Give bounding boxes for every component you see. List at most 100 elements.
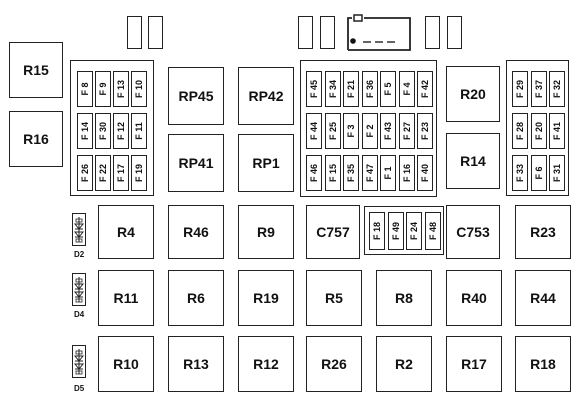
- fuse-f2: F 2: [361, 113, 378, 149]
- fuse-f6: F 6: [530, 155, 547, 191]
- relay-r10: R10: [98, 336, 154, 392]
- fuse-label: F 37: [533, 79, 544, 99]
- diode-d4-label: D4: [74, 310, 85, 319]
- fuse-f46: F 46: [306, 155, 322, 191]
- fuse-f44: F 44: [306, 113, 322, 149]
- fuse-f14: F 14: [77, 113, 93, 149]
- fuse-f20: F 20: [530, 113, 547, 149]
- relay-r2: R2: [376, 336, 432, 392]
- fuse-label: F 3: [346, 124, 356, 138]
- fuse-label: F 8: [80, 82, 90, 96]
- fuse-label: F 9: [98, 82, 108, 96]
- fuse-label: F 31: [552, 163, 562, 183]
- fuse-f9: F 9: [95, 71, 111, 107]
- fuse-f29: F 29: [512, 71, 528, 107]
- relay-c753: C753: [446, 205, 500, 259]
- connector-slot: [320, 16, 335, 49]
- fuse-label: F 4: [401, 82, 412, 96]
- relay-r19: R19: [238, 270, 294, 326]
- fuse-label: F 36: [364, 79, 375, 99]
- fuse-label: F 23: [420, 121, 430, 141]
- fuse-f8: F 8: [77, 71, 93, 107]
- fuse-f40: F 40: [417, 155, 433, 191]
- fuse-f18: F 18: [369, 212, 385, 250]
- fuse-label: F 21: [346, 79, 356, 99]
- fuse-label: F 14: [80, 121, 90, 141]
- fuse-label: F 11: [134, 122, 144, 140]
- fuse-label: F 30: [98, 121, 108, 141]
- fuse-f33: F 33: [512, 155, 528, 191]
- diode-d5: [72, 345, 86, 378]
- fuse-f41: F 41: [549, 113, 565, 149]
- fuse-label: F 5: [383, 82, 393, 96]
- fuse-label: F 19: [134, 163, 144, 183]
- fuse-f48: F 48: [424, 212, 441, 250]
- fuse-f28: F 28: [512, 113, 528, 149]
- fuse-label: F 43: [383, 121, 393, 141]
- diode-icon: [73, 277, 85, 303]
- fuse-f43: F 43: [380, 113, 396, 149]
- fuse-label: F 13: [116, 79, 126, 99]
- relay-r11: R11: [98, 270, 154, 326]
- relay-r8: R8: [376, 270, 432, 326]
- fuse-label: F 6: [533, 166, 544, 180]
- relay-r16: R16: [9, 111, 63, 167]
- fuse-label: F 48: [427, 221, 438, 241]
- fuse-f17: F 17: [113, 155, 129, 191]
- fuse-f42: F 42: [417, 71, 433, 107]
- relay-r14: R14: [446, 133, 500, 189]
- fuse-label: F 18: [372, 221, 382, 241]
- connector-block: [344, 14, 414, 52]
- fuse-label: F 17: [116, 163, 126, 183]
- relay-r26: R26: [306, 336, 362, 392]
- fuse-label: F 16: [401, 163, 412, 183]
- fuse-label: F 10: [134, 79, 144, 99]
- fuse-label: F 33: [515, 163, 525, 183]
- relay-r6: R6: [168, 270, 224, 326]
- fuse-f15: F 15: [324, 155, 341, 191]
- connector-slot: [298, 16, 313, 49]
- connector-slot: [148, 16, 163, 49]
- fuse-label: F 27: [401, 121, 412, 141]
- fuse-f26: F 26: [77, 155, 93, 191]
- fuse-label: F 47: [364, 163, 375, 183]
- fuse-label: F 41: [552, 121, 562, 141]
- fuse-label: F 15: [327, 163, 338, 183]
- fuse-label: F 1: [383, 166, 393, 180]
- fuse-f1: F 1: [380, 155, 396, 191]
- fuse-f23: F 23: [417, 113, 433, 149]
- fuse-f24: F 24: [406, 212, 422, 250]
- fuse-label: F 22: [98, 163, 108, 183]
- relay-rp45: RP45: [168, 67, 224, 125]
- fuse-label: F 29: [515, 79, 525, 99]
- diode-d4: [72, 273, 86, 306]
- fuse-f19: F 19: [131, 155, 147, 191]
- relay-r46: R46: [168, 205, 224, 259]
- relay-r13: R13: [168, 336, 224, 392]
- relay-r40: R40: [446, 270, 502, 326]
- fuse-f13: F 13: [113, 71, 129, 107]
- fuse-f30: F 30: [95, 113, 111, 149]
- fuse-f4: F 4: [398, 71, 415, 107]
- relay-rp41: RP41: [168, 134, 224, 192]
- fuse-f25: F 25: [324, 113, 341, 149]
- relay-r15: R15: [9, 42, 63, 98]
- relay-r17: R17: [446, 336, 502, 392]
- fuse-f47: F 47: [361, 155, 378, 191]
- fuse-f10: F 10: [131, 71, 147, 107]
- relay-r18: R18: [515, 336, 571, 392]
- fuse-f37: F 37: [530, 71, 547, 107]
- relay-c757: C757: [306, 205, 360, 259]
- fuse-label: F 28: [515, 121, 525, 141]
- fuse-f5: F 5: [380, 71, 396, 107]
- connector-slot: [127, 16, 142, 49]
- fuse-f35: F 35: [343, 155, 359, 191]
- fuse-f3: F 3: [343, 113, 359, 149]
- fuse-label: F 46: [309, 163, 319, 183]
- fuse-f49: F 49: [387, 212, 404, 250]
- fuse-f31: F 31: [549, 155, 565, 191]
